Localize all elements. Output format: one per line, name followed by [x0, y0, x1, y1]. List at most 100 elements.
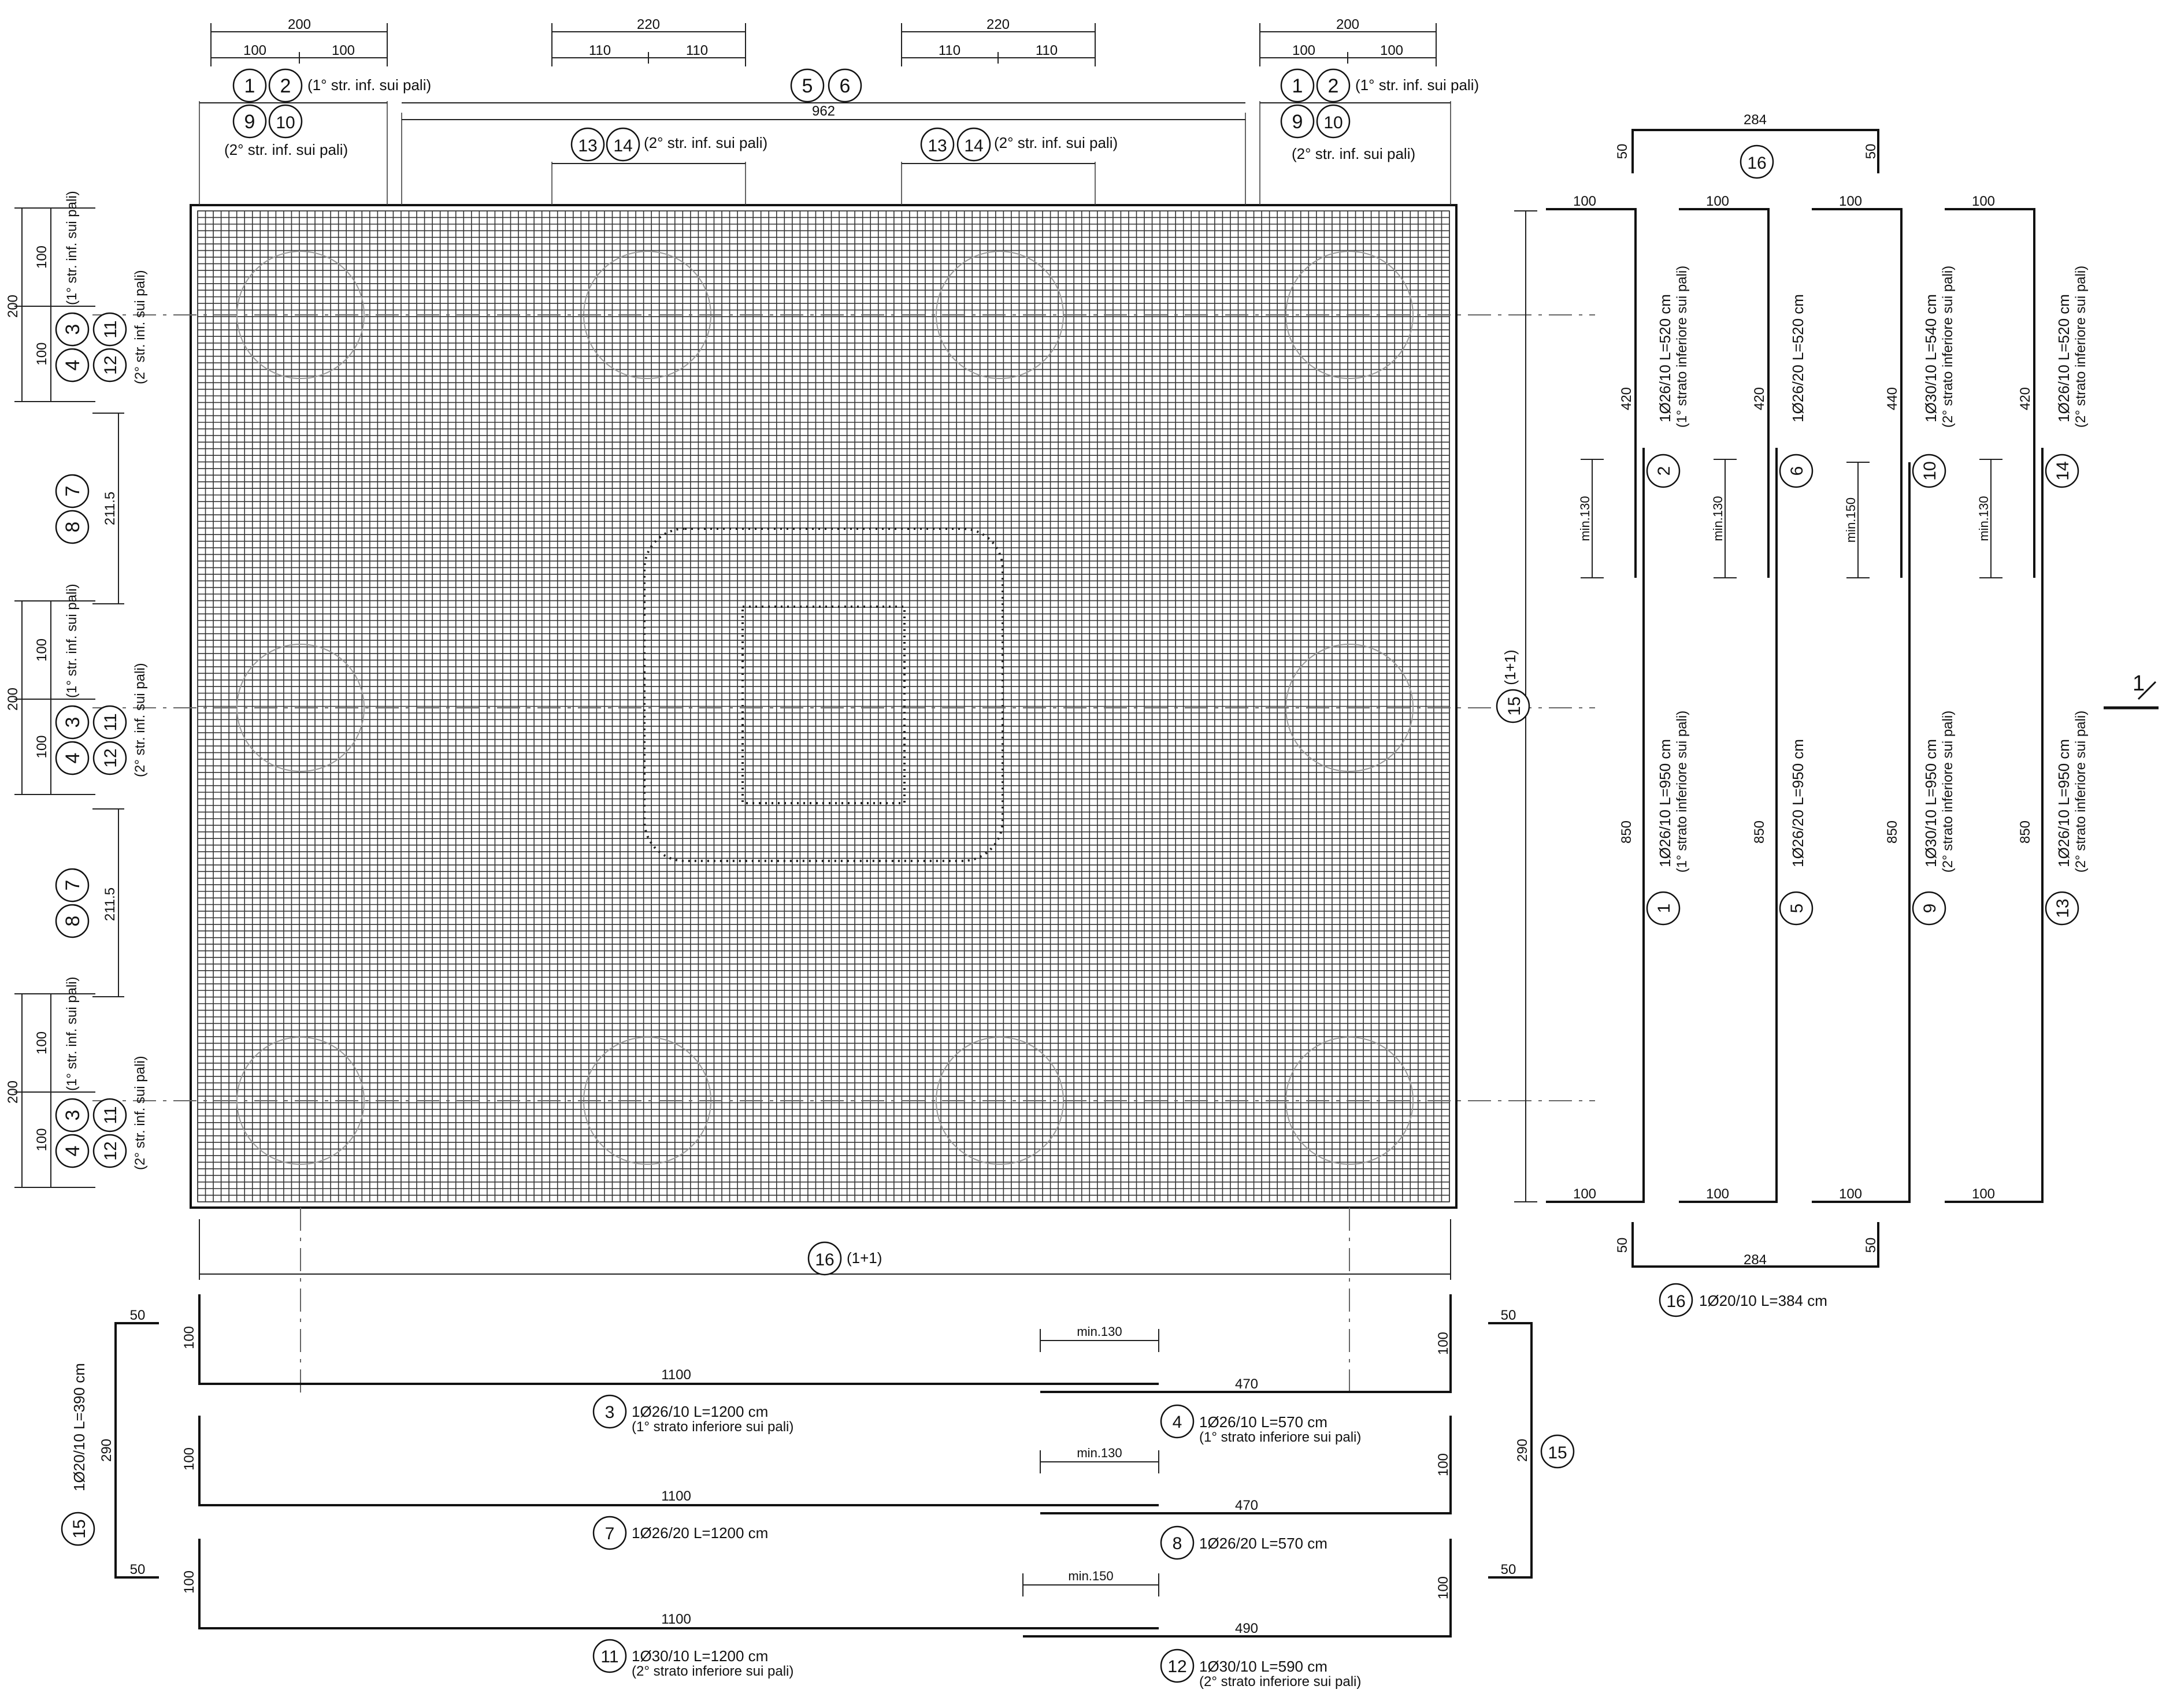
- dim-part: 100: [34, 246, 50, 269]
- mark-label: 8: [1173, 1534, 1182, 1553]
- stirrup-shape: [1488, 1322, 1533, 1579]
- mark-label: 4: [62, 360, 84, 371]
- mark-bubble: [2045, 891, 2079, 926]
- dim-part: 100: [34, 342, 50, 365]
- bar-note: (1° strato inferiore sui pali): [632, 1419, 793, 1435]
- dim-part: 100: [1292, 43, 1315, 58]
- mark-bubble: [807, 1241, 842, 1276]
- block-marks-2: 3 4 11 12 (1° str. inf. sui pali) (2° st…: [55, 584, 148, 777]
- mark-label: 16: [815, 1250, 834, 1269]
- stirrup-16: 284 50 50 16 284 50 50 16 1Ø20/10 L=384 …: [1615, 112, 1879, 1317]
- mark-label: 2: [280, 75, 291, 97]
- mark-bubble: [1280, 104, 1315, 139]
- bar-note: (1° strato inferiore sui pali): [1674, 266, 1690, 428]
- mark-label: 1: [1655, 904, 1674, 914]
- count-label: (1+1): [1501, 649, 1519, 685]
- bar-spec: 1Ø30/10 L=950 cm: [1922, 739, 1940, 867]
- mark-bubble: [1646, 891, 1681, 926]
- bar-shape: [1023, 1539, 1452, 1638]
- bar-spec: 1Ø26/10 L=1200 cm: [632, 1403, 768, 1420]
- dotted-rect-inner: [741, 606, 906, 804]
- section-line: [2137, 681, 2157, 700]
- stirrup-height: 290: [1515, 1439, 1530, 1462]
- mark-label: 6: [840, 75, 851, 97]
- mark-label: 1: [1292, 75, 1303, 97]
- bar-note: (2° strato inferiore sui pali): [1940, 711, 1956, 872]
- mark-label: 14: [964, 136, 983, 155]
- length-dim: 420: [1752, 387, 1767, 410]
- mark-label: 10: [276, 113, 295, 132]
- mark-label: 11: [101, 320, 120, 338]
- bar-shape: [1040, 1416, 1452, 1514]
- mark-label: 14: [613, 136, 632, 155]
- mark-bubble: [1740, 144, 1774, 179]
- mark-bubble: [2045, 454, 2079, 488]
- mark-bubble: [55, 1134, 90, 1168]
- gap-dim: 211.5: [102, 492, 118, 525]
- dim-total: 200: [1336, 17, 1359, 32]
- length-dim: 850: [2018, 820, 2033, 844]
- plan-outline: [190, 204, 1458, 1209]
- mark-bubble: [1779, 454, 1814, 488]
- dim-total: 200: [5, 295, 21, 318]
- mark-bubble: [92, 1134, 127, 1168]
- layer-note: (2° str. inf. sui pali): [132, 1056, 148, 1170]
- bar-shape: [1546, 448, 1645, 1203]
- mark-label: 12: [101, 748, 120, 767]
- stirrup-leg: 50: [1863, 144, 1879, 159]
- bar-shape: [1546, 208, 1637, 578]
- length-dim: 420: [2018, 387, 2033, 410]
- plan-right-range: 15 (1+1): [1496, 210, 1537, 1202]
- mark-bubble: [55, 474, 90, 508]
- bar-note: (1° strato inferiore sui pali): [1199, 1429, 1361, 1445]
- bar-spec: 1Ø26/20 L=570 cm: [1199, 1535, 1327, 1552]
- section-label: 1: [2133, 671, 2145, 696]
- mark-label: 9: [244, 111, 255, 133]
- bar-note: (2° strato inferiore sui pali): [2073, 711, 2089, 872]
- bar-spec: 1Ø30/10 L=540 cm: [1922, 294, 1940, 422]
- stirrup-height: 290: [99, 1439, 114, 1462]
- stirrup-leg: 50: [1501, 1308, 1516, 1323]
- mark-bubble: [55, 312, 90, 347]
- bar-shape: [1812, 462, 1911, 1203]
- mark-bubble: [592, 1394, 627, 1429]
- mark-bubble: [55, 1098, 90, 1133]
- length-dim: 850: [1619, 820, 1634, 844]
- stirrup-leg: 50: [1615, 144, 1630, 159]
- leg-dim: 100: [1436, 1332, 1451, 1355]
- mark-bubble: [232, 68, 267, 103]
- mark-label: 15: [70, 1519, 89, 1538]
- section-marker: 1: [2104, 671, 2159, 710]
- block-marks-1: 3 4 11 12 (1° str. inf. sui pali) (2° st…: [55, 191, 148, 384]
- leg-dim: 100: [1972, 194, 1995, 209]
- mark-label: 8: [62, 916, 84, 927]
- leg-dim: 100: [1436, 1453, 1451, 1476]
- overall-dim: 962: [812, 103, 835, 119]
- lap-dim: min.130: [1077, 1446, 1122, 1460]
- leg-dim: 100: [181, 1326, 197, 1349]
- dim-part: 110: [1036, 43, 1058, 58]
- bar-shape: [198, 1294, 1159, 1385]
- dim-part: 100: [34, 1128, 50, 1151]
- length-dim: 470: [1235, 1498, 1258, 1513]
- dim-part: 100: [332, 43, 355, 58]
- mark-label: 11: [101, 1106, 120, 1124]
- dim-part: 100: [243, 43, 266, 58]
- bar-note: (2° strato inferiore sui pali): [1940, 266, 1956, 428]
- mark-label: 12: [101, 355, 120, 374]
- plan-view: [92, 204, 1595, 1398]
- stirrup-width: 284: [1744, 1252, 1767, 1268]
- bar-note: (2° strato inferiore sui pali): [632, 1664, 793, 1679]
- dim-total: 200: [5, 688, 21, 711]
- mark-label: 9: [1292, 111, 1303, 133]
- leg-dim: 100: [181, 1570, 197, 1594]
- mark-bubble: [1779, 891, 1814, 926]
- mark-label: 3: [62, 1110, 84, 1121]
- mark-bubble: [1912, 891, 1946, 926]
- mark-bubble: [55, 510, 90, 544]
- bar-shape: [1812, 208, 1903, 578]
- mark-label: 8: [62, 522, 84, 533]
- block-marks-3: 3 4 11 12 (1° str. inf. sui pali) (2° st…: [55, 976, 148, 1170]
